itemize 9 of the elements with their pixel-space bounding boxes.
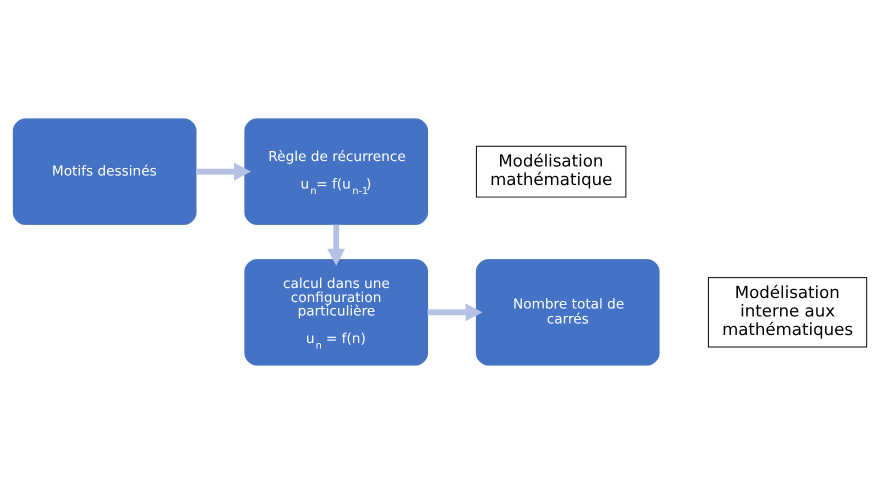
node-box: Nombre total de carrés [476, 259, 660, 366]
node-box: calcul dans une configuration particulière u$_{n}$ = f(n) [244, 259, 428, 366]
node-box: Modélisation interne aux mathématiques [708, 277, 868, 348]
node-box: Règle de récurrence u$_{n}$= f(u$_{n-1}$) [244, 118, 428, 225]
arrow [327, 224, 346, 266]
arrow [428, 303, 483, 322]
node-box: Modélisation mathématique [476, 146, 626, 198]
arrow [196, 162, 252, 181]
node-box: Motifs dessinés [12, 118, 196, 225]
